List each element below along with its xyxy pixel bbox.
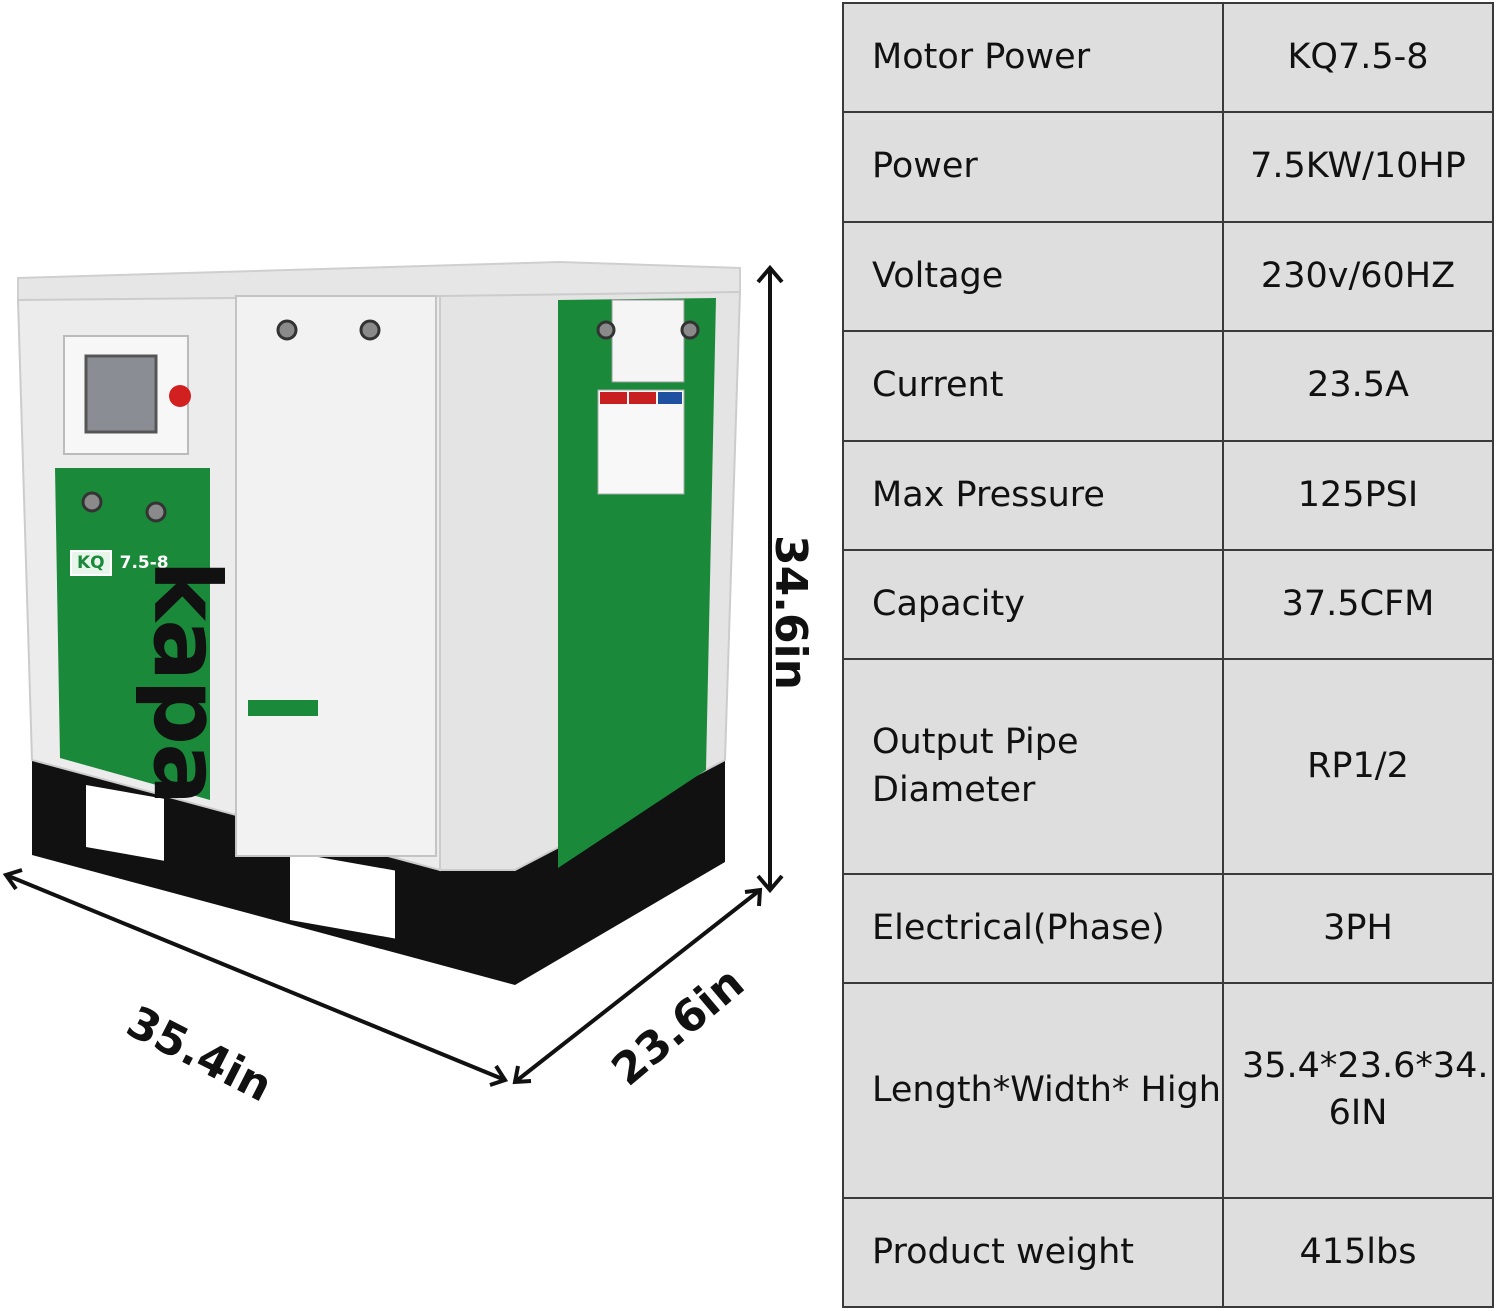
- model-number: 7.5-8: [119, 553, 169, 573]
- front-door: [235, 295, 437, 857]
- spec-value: 415lbs: [1222, 1196, 1494, 1309]
- spec-label: Output Pipe Diameter: [842, 658, 1224, 875]
- length-arrow: [2, 868, 509, 1087]
- warning-labels: [597, 389, 685, 495]
- pallet-slot-right: [290, 852, 395, 939]
- latch-icon: [680, 320, 700, 340]
- spec-value: 3PH: [1222, 872, 1494, 985]
- model-badge: KQ 7.5-8: [70, 550, 169, 576]
- spec-label: Length*Width* High: [842, 982, 1224, 1199]
- spec-label: Power: [842, 111, 1224, 223]
- spec-row-voltage: Voltage 230v/60HZ: [842, 220, 1494, 333]
- spec-table: Motor Power KQ7.5-8 Power 7.5KW/10HP Vol…: [842, 1, 1494, 1309]
- control-panel-screen: [84, 354, 158, 434]
- spec-value: 37.5CFM: [1222, 549, 1494, 661]
- spec-row-product-weight: Product weight 415lbs: [842, 1196, 1494, 1309]
- spec-row-current: Current 23.5A: [842, 330, 1494, 442]
- spec-value: 230v/60HZ: [1222, 220, 1494, 333]
- latch-icon: [359, 319, 381, 341]
- height-dimension-label: 34.6in: [765, 535, 816, 690]
- brand-logo: kapa: [133, 560, 240, 804]
- spec-row-dimensions: Length*Width* High 35.4*23.6*34. 6IN: [842, 982, 1494, 1199]
- spec-value: RP1/2: [1222, 658, 1494, 875]
- latch-icon: [81, 491, 103, 513]
- spec-row-max-pressure: Max Pressure 125PSI: [842, 439, 1494, 552]
- spec-value: 23.5A: [1222, 330, 1494, 442]
- pallet-slot-left: [86, 785, 164, 861]
- spec-label: Voltage: [842, 220, 1224, 333]
- spec-value: 7.5KW/10HP: [1222, 111, 1494, 223]
- spec-label: Capacity: [842, 549, 1224, 661]
- spec-value: KQ7.5-8: [1222, 1, 1494, 114]
- model-prefix: KQ: [70, 550, 112, 576]
- spec-row-power: Power 7.5KW/10HP: [842, 111, 1494, 223]
- spec-label-sticker: [611, 299, 685, 383]
- emergency-stop-icon: [169, 385, 191, 407]
- spec-row-output-pipe-diameter: Output Pipe Diameter RP1/2: [842, 658, 1494, 875]
- latch-icon: [276, 319, 298, 341]
- product-figure: KQ 7.5-8 kapa 35.4in 23.6in 34.6in: [2, 260, 816, 1112]
- width-arrow: [512, 887, 763, 1085]
- spec-value: 125PSI: [1222, 439, 1494, 552]
- spec-row-capacity: Capacity 37.5CFM: [842, 549, 1494, 661]
- spec-row-electrical-phase: Electrical(Phase) 3PH: [842, 872, 1494, 985]
- logo-bar: [248, 700, 318, 716]
- spec-label: Max Pressure: [842, 439, 1224, 552]
- spec-row-motor-power: Motor Power KQ7.5-8: [842, 1, 1494, 114]
- latch-icon: [596, 320, 616, 340]
- spec-label: Motor Power: [842, 1, 1224, 114]
- spec-label: Electrical(Phase): [842, 872, 1224, 985]
- air-compressor-illustration: [2, 260, 784, 1087]
- spec-label: Product weight: [842, 1196, 1224, 1309]
- latch-icon: [145, 501, 167, 523]
- height-arrow: [756, 264, 784, 894]
- spec-value: 35.4*23.6*34. 6IN: [1222, 982, 1494, 1199]
- spec-label: Current: [842, 330, 1224, 442]
